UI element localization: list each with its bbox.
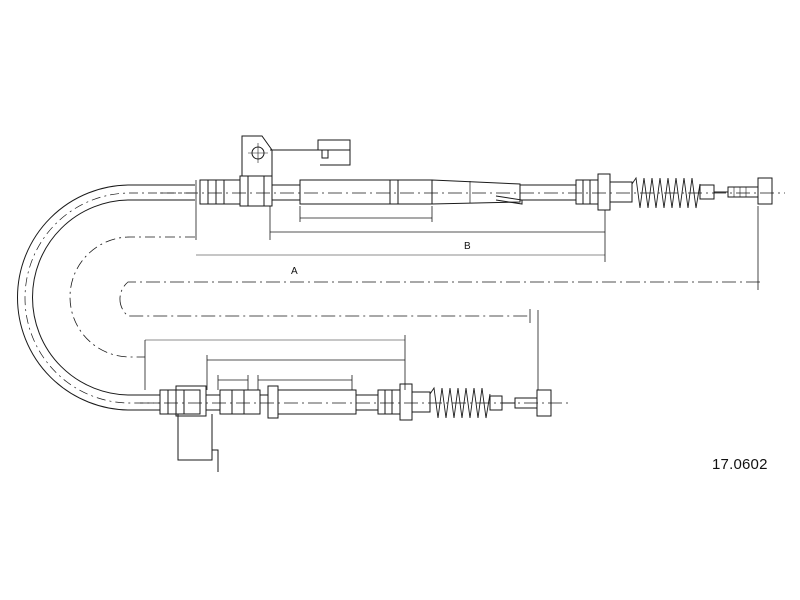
upper-dimensions	[195, 180, 759, 290]
dimension-label-b: B	[464, 241, 471, 252]
center-line-loop	[69, 236, 760, 358]
part-number: 17.0602	[712, 456, 768, 473]
lower-cable-assembly	[140, 383, 572, 472]
upper-cable-assembly	[160, 135, 785, 211]
cable-sheath	[17, 184, 195, 411]
lower-dimensions	[144, 310, 539, 390]
dimension-label-a: A	[291, 266, 298, 277]
